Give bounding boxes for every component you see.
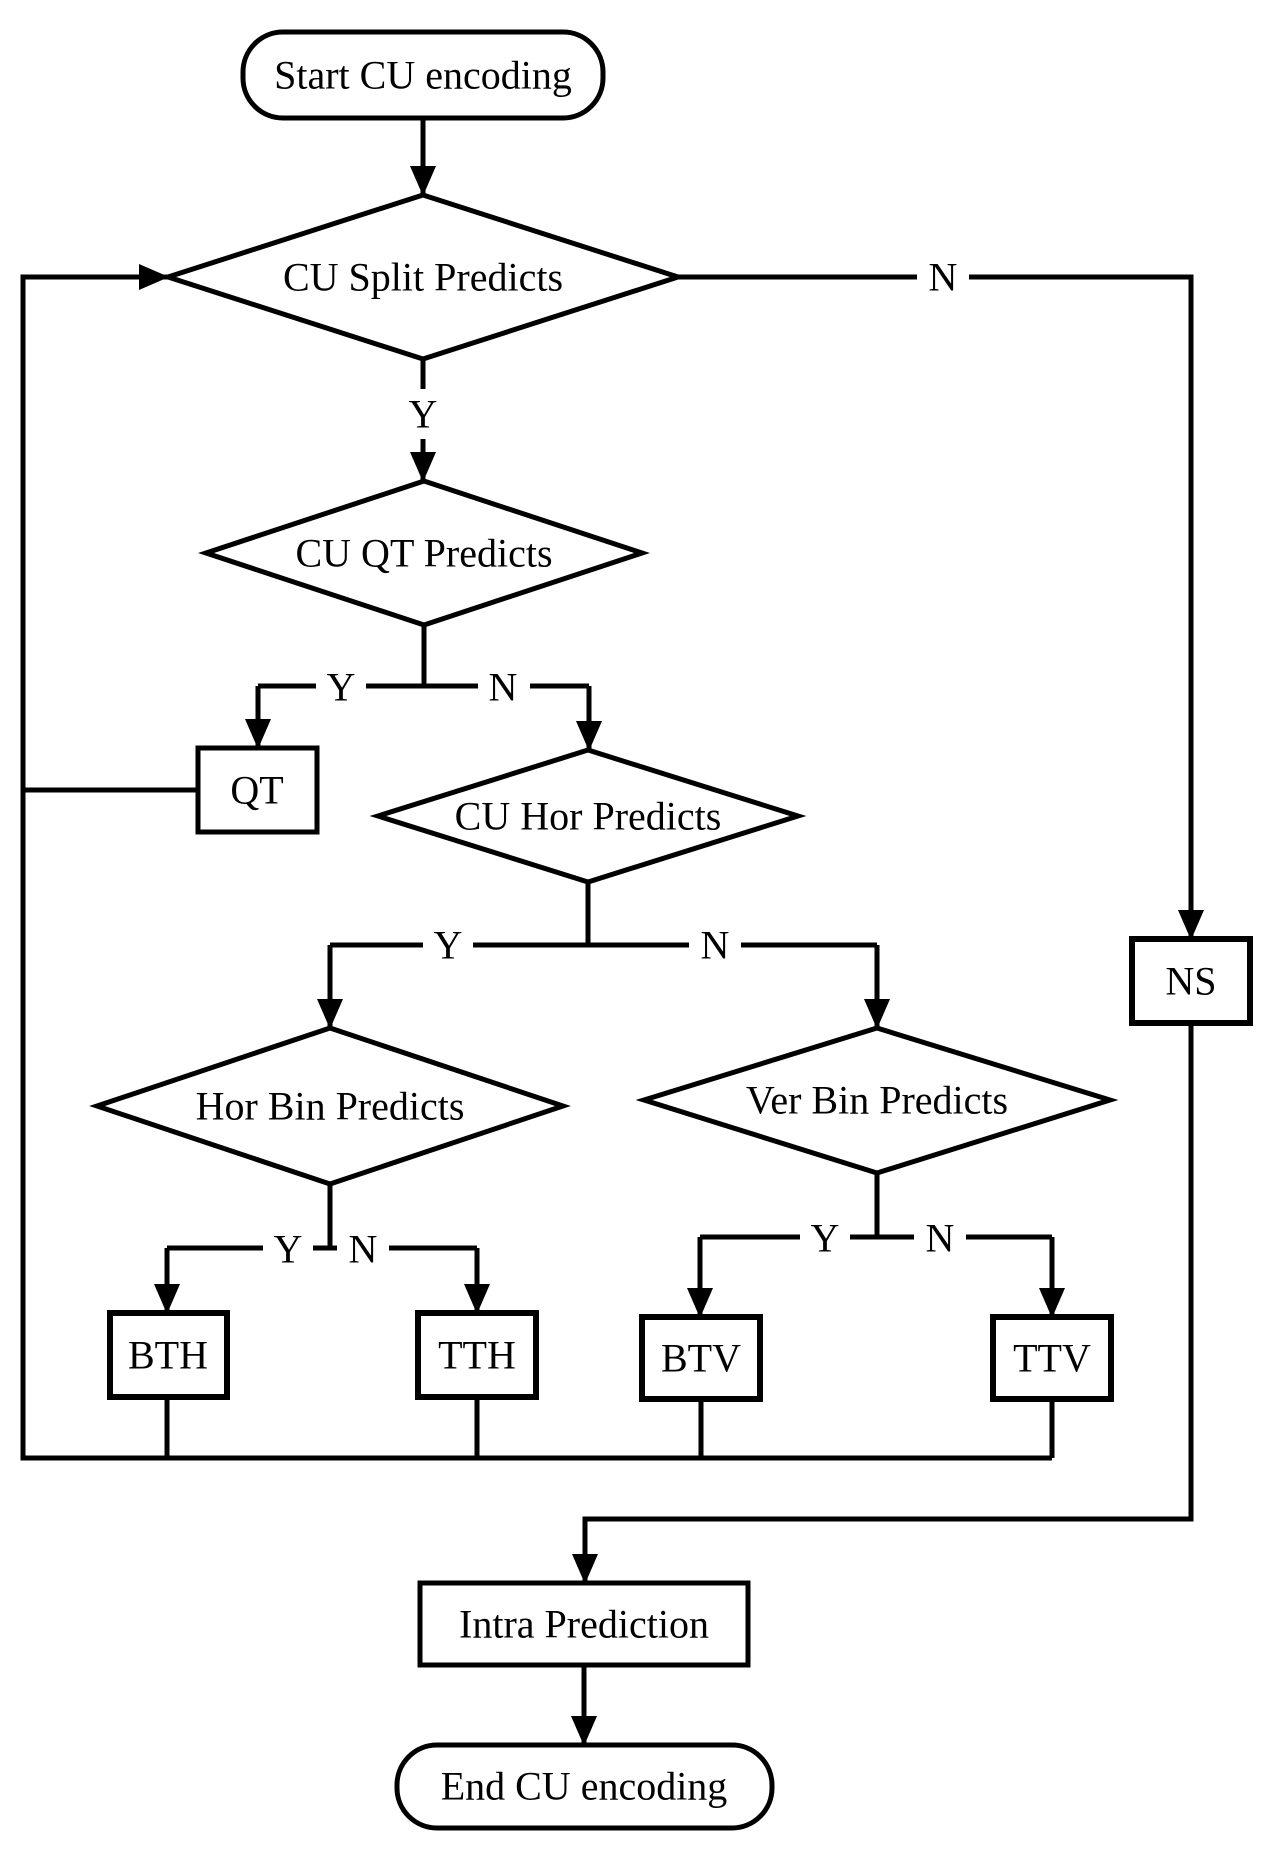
label-cu-split-no: N [929, 255, 958, 300]
label-hor-bin-yes: Y [274, 1227, 303, 1272]
label-gap [316, 662, 366, 710]
label-ver-bin-yes: Y [811, 1216, 840, 1261]
node-qt: QT [195, 745, 320, 835]
label-gap [917, 252, 969, 302]
qt-label: QT [230, 768, 283, 813]
tth-label: TTH [438, 1333, 516, 1378]
qt-box [195, 745, 320, 835]
label-gap [423, 920, 473, 968]
label-gap [914, 1213, 966, 1261]
edges [20, 118, 1204, 1746]
label-cu-qt-yes: Y [327, 665, 356, 710]
label-cu-hor-yes: Y [434, 923, 463, 968]
bth-label: BTH [128, 1333, 208, 1378]
edge-ns-to-intra [572, 1023, 1194, 1584]
end-terminal-label: End CU encoding [441, 1764, 728, 1809]
label-gap [337, 1224, 389, 1272]
node-btv: BTV [639, 1314, 763, 1402]
cu-qt-diamond [198, 478, 650, 628]
ttv-label: TTV [1013, 1336, 1091, 1381]
cu-hor-label: CU Hor Predicts [455, 794, 722, 839]
node-ttv: TTV [990, 1314, 1114, 1402]
label-hor-bin-no: N [349, 1227, 378, 1272]
node-ver-bin-predicts: Ver Bin Predicts [635, 1025, 1119, 1176]
hor-bin-label: Hor Bin Predicts [196, 1084, 465, 1129]
ver-bin-label: Ver Bin Predicts [746, 1078, 1008, 1123]
node-start: Start CU encoding [240, 29, 606, 121]
edge-cu-split-no-to-ns [678, 274, 1204, 940]
label-cu-qt-no: N [489, 665, 518, 710]
node-tth: TTH [415, 1310, 539, 1400]
btv-box [639, 1314, 763, 1402]
intra-prediction-label: Intra Prediction [459, 1602, 709, 1647]
end-terminal-shape [394, 1742, 775, 1831]
label-gap [478, 662, 530, 710]
node-ns: NS [1129, 936, 1253, 1026]
ns-label: NS [1165, 959, 1216, 1004]
node-bth: BTH [107, 1310, 230, 1400]
intra-prediction-box [417, 1580, 751, 1668]
label-cu-split-yes: Y [409, 392, 438, 437]
ttv-box [990, 1314, 1114, 1402]
cu-hor-diamond [369, 747, 807, 885]
tth-box [415, 1310, 539, 1400]
hor-bin-diamond [89, 1025, 571, 1187]
ver-bin-diamond [635, 1025, 1119, 1176]
cu-qt-label: CU QT Predicts [295, 531, 552, 576]
cu-split-diamond [159, 192, 687, 362]
node-hor-bin-predicts: Hor Bin Predicts [89, 1025, 571, 1187]
node-intra-prediction: Intra Prediction [417, 1580, 751, 1668]
label-gap [800, 1213, 850, 1261]
branch-labels: Y N Y N Y N Y N Y N [263, 252, 969, 1272]
label-cu-hor-no: N [701, 923, 730, 968]
node-cu-hor-predicts: CU Hor Predicts [369, 747, 807, 885]
label-ver-bin-no: N [926, 1216, 955, 1261]
label-gap [689, 920, 741, 968]
bth-box [107, 1310, 230, 1400]
ns-box [1129, 936, 1253, 1026]
start-terminal-label: Start CU encoding [274, 53, 572, 98]
cu-split-label: CU Split Predicts [283, 255, 563, 300]
node-cu-split-predicts: CU Split Predicts [159, 192, 687, 362]
node-end: End CU encoding [394, 1742, 775, 1831]
start-terminal-shape [240, 29, 606, 121]
btv-label: BTV [661, 1336, 741, 1381]
node-cu-qt-predicts: CU QT Predicts [198, 478, 650, 628]
label-gap [399, 389, 447, 439]
label-gap [263, 1224, 313, 1272]
edge-collector-loop [20, 264, 1052, 1461]
